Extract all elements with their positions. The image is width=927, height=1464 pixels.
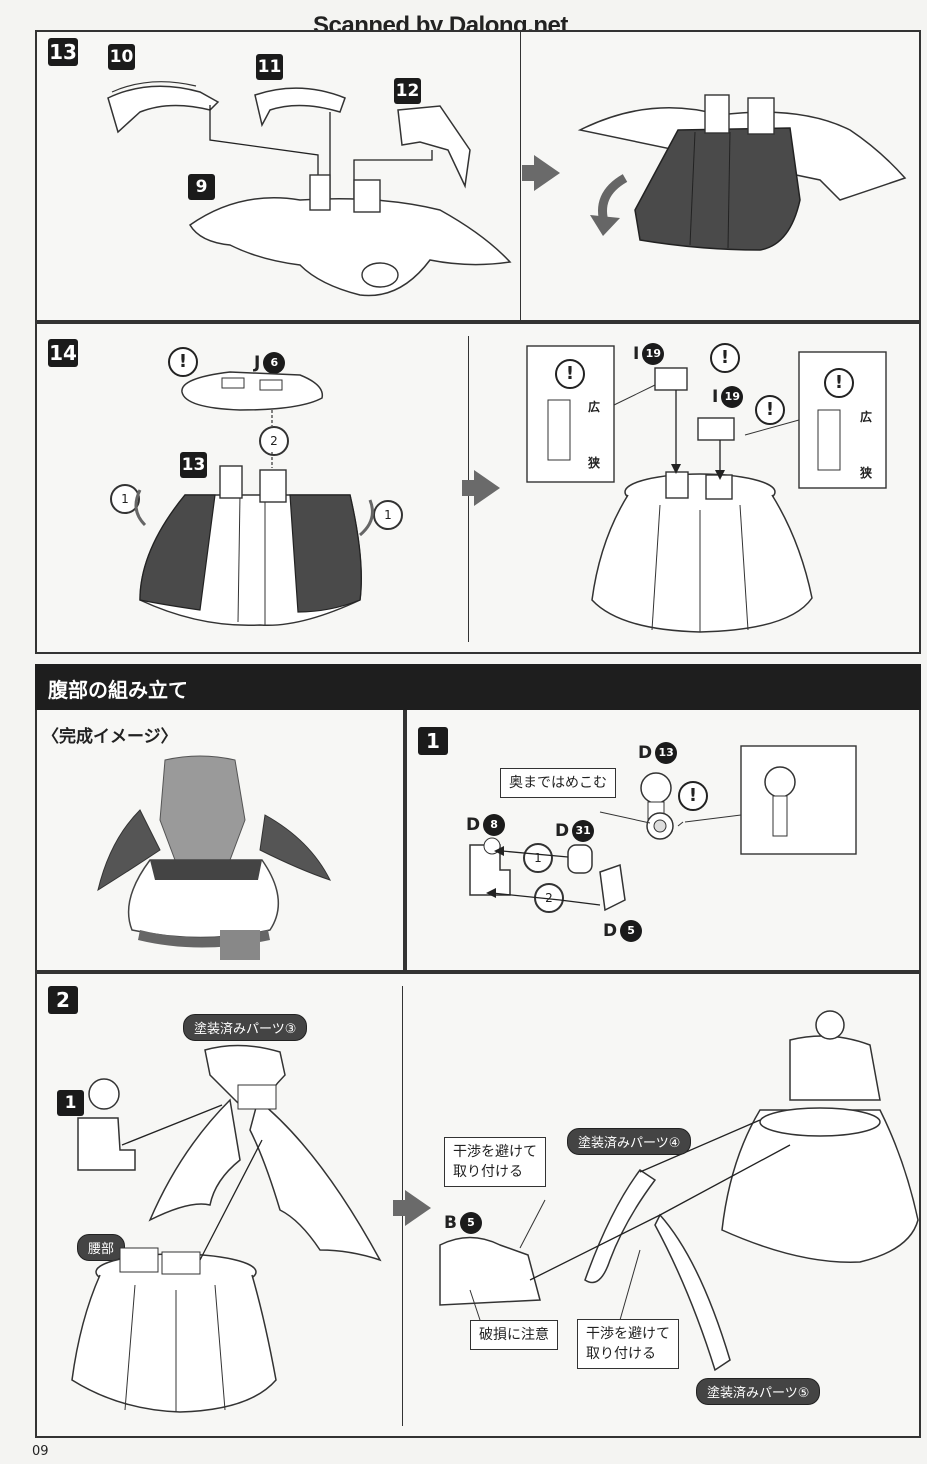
wide-label: 広 [588, 400, 601, 414]
part-letter: D [466, 815, 481, 835]
part-number-circle: 5 [459, 1212, 482, 1234]
completion-image-label: 〈完成イメージ〉 [42, 727, 178, 747]
order-step-2: 2 [259, 426, 289, 456]
narrow-label: 狭 [588, 456, 601, 470]
avoid-interference-note-2: 干渉を避けて 取り付ける [577, 1319, 679, 1369]
part-number-circle: 6 [263, 352, 286, 374]
waist-label: 腰部 [77, 1234, 126, 1261]
part-number-circle: 13 [655, 742, 678, 764]
order-step-1: 1 [523, 843, 553, 873]
part-letter: D [603, 921, 618, 941]
step-13-assembly-drawing [107, 81, 907, 297]
part-letter: I [633, 344, 640, 364]
caution-icon: ! [555, 359, 585, 389]
breakage-warning-note: 破損に注意 [470, 1320, 558, 1350]
page-number: 09 [32, 1444, 49, 1459]
caution-icon: ! [824, 368, 854, 398]
step-13-flow-arrow-icon [534, 155, 560, 191]
section-header-bar [35, 664, 921, 710]
step-13-flow-arrow-shaft [522, 165, 536, 181]
step-14-flow-arrow-shaft [462, 480, 476, 496]
narrow-label: 狭 [860, 466, 873, 480]
step-2-flow-arrow-shaft [393, 1200, 407, 1216]
insert-fully-note: 奥まではめこむ [500, 768, 616, 798]
wide-label: 広 [860, 410, 873, 424]
step-14-number: 14 [48, 339, 78, 367]
section-title: 腹部の組み立て [48, 678, 188, 702]
caution-icon: ! [678, 781, 708, 811]
painted-part-4-label: 塗装済みパーツ④ [567, 1128, 692, 1155]
part-letter: I [712, 387, 719, 407]
ref-step-1-label: 1 [57, 1090, 84, 1116]
completion-figure-image [97, 755, 331, 960]
part-9-label: 9 [188, 174, 215, 200]
part-11-label: 11 [256, 54, 283, 80]
part-letter: D [638, 743, 653, 763]
part-number-circle: 19 [721, 386, 744, 408]
painted-part-5-label: 塗装済みパーツ⑤ [696, 1378, 821, 1405]
caution-icon: ! [710, 343, 740, 373]
ref-step-13-label: 13 [180, 452, 207, 478]
step-2-number: 2 [48, 986, 78, 1014]
part-number-circle: 5 [620, 920, 643, 942]
part-letter: D [555, 821, 570, 841]
step-1-assembly-drawing [469, 745, 857, 912]
step-14-flow-arrow-icon [474, 470, 500, 506]
order-step-1-left: 1 [110, 484, 140, 514]
part-10-label: 10 [108, 44, 135, 70]
part-number-circle: 31 [572, 820, 595, 842]
caution-icon: ! [755, 395, 785, 425]
part-number-circle: 19 [642, 343, 665, 365]
order-step-1-right: 1 [373, 500, 403, 530]
part-letter: B [444, 1213, 457, 1233]
caution-icon: ! [168, 347, 198, 377]
step-14-assembly-drawing [134, 345, 887, 633]
part-12-label: 12 [394, 78, 421, 104]
avoid-interference-note-1: 干渉を避けて 取り付ける [444, 1137, 546, 1187]
step-13-divider [520, 30, 521, 322]
part-number-circle: 8 [483, 814, 506, 836]
part-letter: J [254, 353, 261, 373]
step-13-number: 13 [48, 38, 78, 66]
painted-part-3-label: 塗装済みパーツ③ [183, 1014, 308, 1041]
step-2-flow-arrow-icon [405, 1190, 431, 1226]
step-1-number: 1 [418, 727, 448, 755]
